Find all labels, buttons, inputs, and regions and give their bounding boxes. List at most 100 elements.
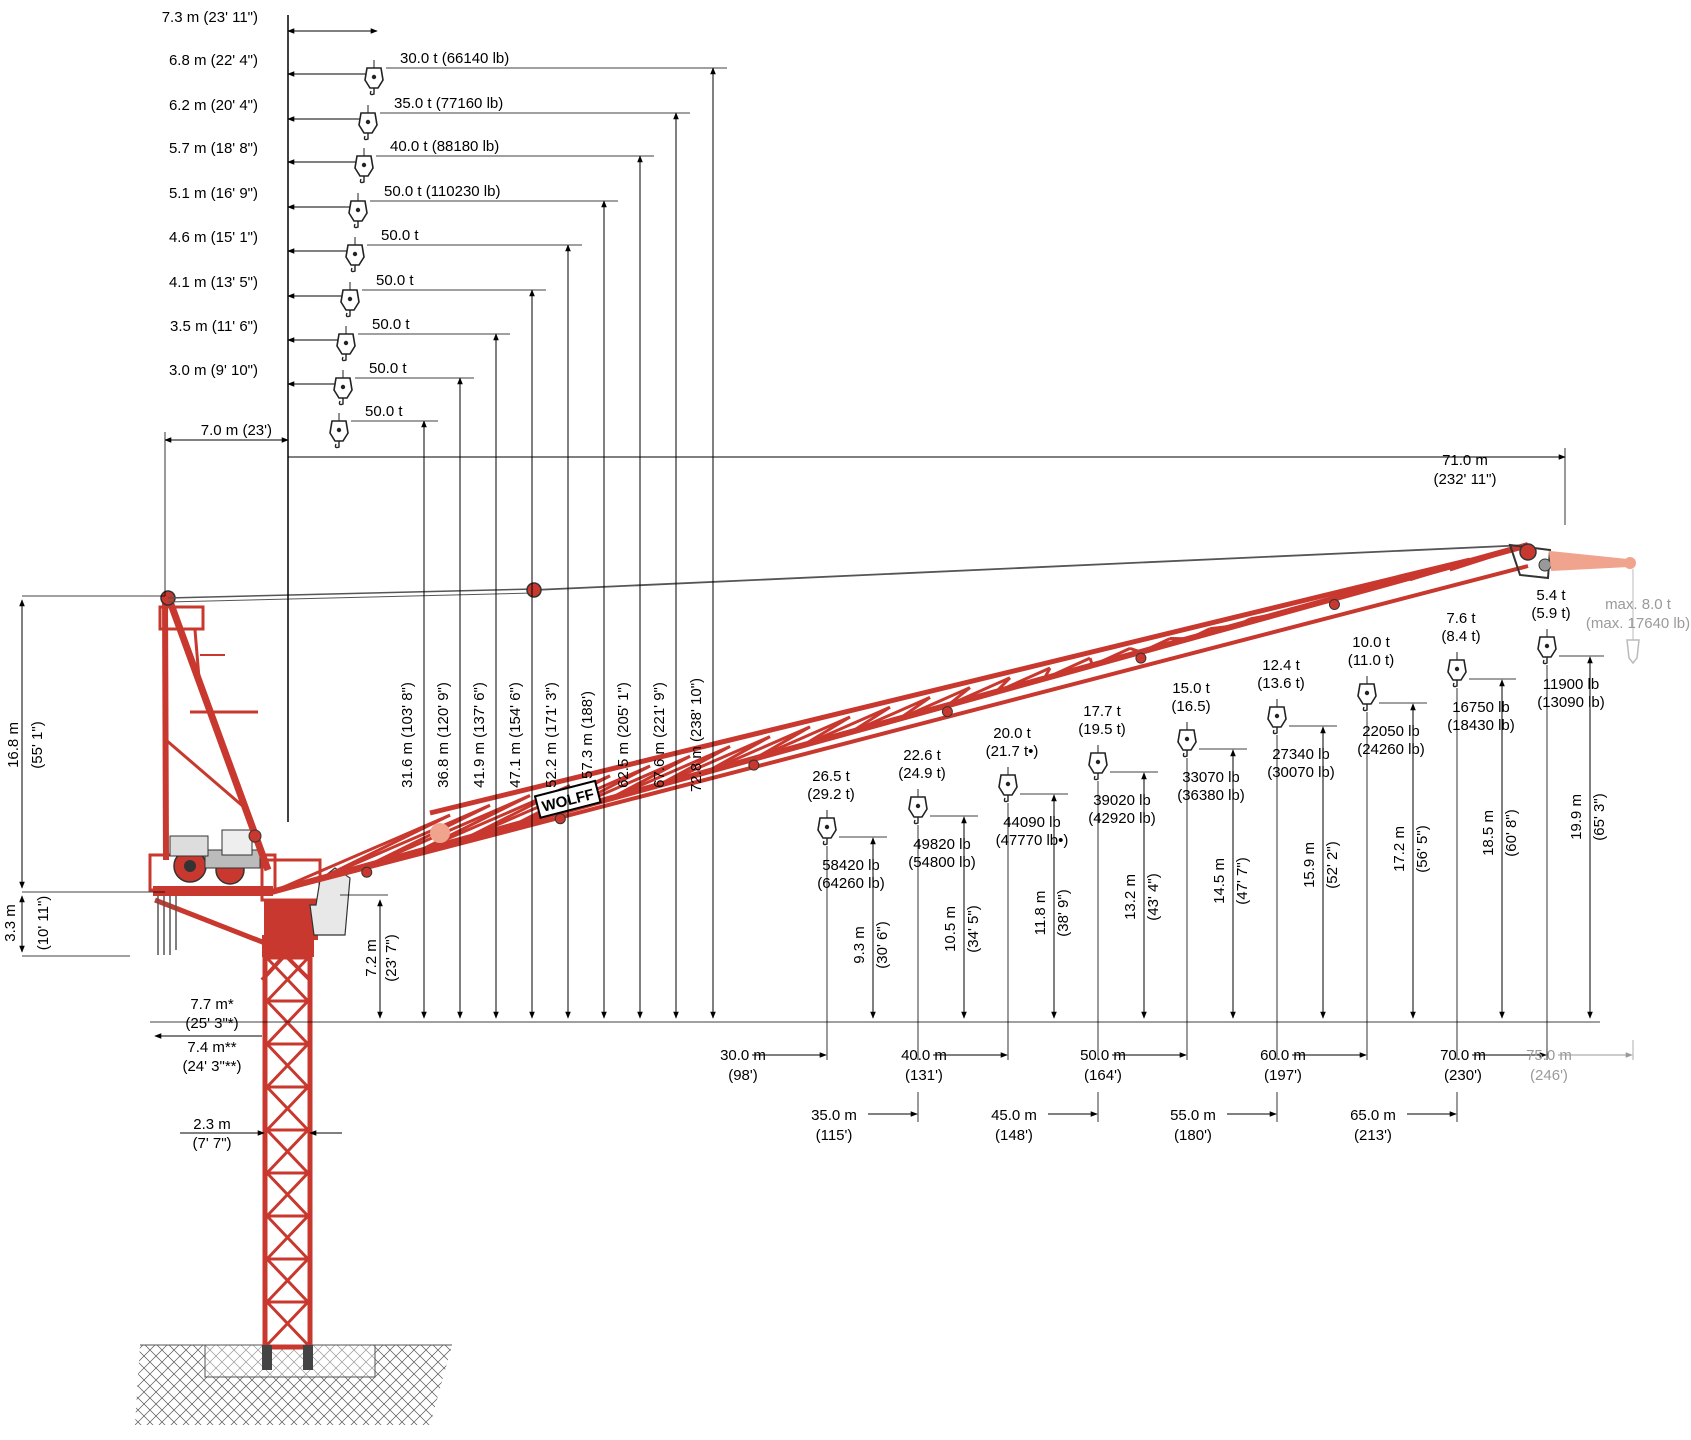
hook-block-icon [349,193,367,228]
hook-load-t-alt-label: (21.7 t•) [986,743,1039,760]
jib-joint [1329,600,1339,610]
hook-load-t-label: 12.4 t [1262,657,1300,674]
hook-height-label: 15.9 m [1301,842,1318,888]
hook-block-icon [365,60,383,95]
radius-a-ft-label: (25' 3"*) [185,1015,238,1032]
hook-height-label: 14.5 m [1211,858,1228,904]
base-dimension-lines [22,432,1600,1133]
hook-load-group: 22.6 t(24.9 t)49820 lb(54800 lb)10.5 m(3… [898,747,982,1060]
hook-load-lb-alt-label: (18430 lb) [1447,717,1515,734]
foundation [135,1345,452,1425]
hook-load-t-label: 17.7 t [1083,703,1121,720]
hook-load-t-label: 15.0 t [1172,680,1210,697]
radius-label: 45.0 m [991,1107,1037,1124]
radius-ft-label: (197') [1264,1067,1302,1084]
max-radius-ft-label: (232' 11") [1434,471,1497,488]
head-height-ft-label: (55' 1") [29,721,46,768]
hook-height-ft-label: (30' 6") [874,921,891,968]
hook-block-icon [1178,722,1196,757]
hook-height-ft-label: (65' 3") [1591,793,1608,840]
hook-load-t-alt-label: (19.5 t) [1078,721,1126,738]
hook-load-group: 7.6 t(8.4 t)16750 lb(18430 lb)18.5 m(60'… [1441,610,1520,1060]
hook-load-t-alt-label: (5.9 t) [1531,605,1570,622]
hook-block-icon [341,282,359,317]
hook-height-label: 52.2 m (171' 3") [543,682,560,788]
radius-label: 55.0 m [1170,1107,1216,1124]
hook-height-ft-label: (38' 9") [1055,889,1072,936]
jib-joint [749,760,759,770]
hook-block-icon [1089,745,1107,780]
hook-load-t-alt-label: (8.4 t) [1441,628,1480,645]
hook-load-lb-alt-label: (13090 lb) [1537,694,1605,711]
hook-height-label: 18.5 m [1480,810,1497,856]
hook-load-lb-alt-label: (64260 lb) [817,875,885,892]
hook-load-t-label: 5.4 t [1536,587,1566,604]
radius-label: 65.0 m [1350,1107,1396,1124]
jib-position-radius-label: 5.1 m (16' 9") [169,185,258,202]
hook-height-label: 67.6 m (221' 9") [651,682,668,788]
jib-joint [942,707,952,717]
jib-position-radius-label: 5.7 m (18' 8") [169,140,258,157]
hook-height-label: 17.2 m [1391,826,1408,872]
hook-load-lb-label: 49820 lb [913,836,971,853]
extension-hook-icon [1627,640,1639,663]
hook-load-t-alt-label: (11.0 t) [1348,652,1394,669]
hook-height-label: 13.2 m [1122,874,1139,920]
jib-position-radius-label: 6.8 m (22' 4") [169,52,258,69]
hook-load-lb-label: 22050 lb [1362,723,1420,740]
hook-height-label: 36.8 m (120' 9") [435,682,452,788]
hook-block-icon [337,326,355,361]
hook-height-ft-label: (43' 4") [1145,873,1162,920]
hook-load-lb-label: 27340 lb [1272,746,1330,763]
jib-position-load-label: 35.0 t (77160 lb) [394,95,503,112]
pivot-height-ft-label: (10' 11") [35,896,52,951]
jib-joint [555,814,565,824]
radius-label: 50.0 m [1080,1047,1126,1064]
hook-load-lb-label: 11900 lb [1543,676,1599,693]
jib-joint [362,867,372,877]
hook-height-ft-label: (34' 5") [965,905,982,952]
hook-block-icon [334,370,352,405]
hook-load-t-alt-label: (16.5) [1171,698,1210,715]
hook-load-group: 12.4 t(13.6 t)27340 lb(30070 lb)15.9 m(5… [1257,657,1341,1060]
pivot-height-label: 3.3 m [2,904,19,942]
radius-ft-label: (148') [995,1127,1033,1144]
hook-height-ft-label: (47' 7") [1234,857,1251,904]
hook-height-label: 9.3 m [851,926,868,964]
radius-ft-label: (180') [1174,1127,1212,1144]
hook-block-icon [1538,629,1556,664]
hook-height-label: 62.5 m (205' 1") [615,682,632,788]
radius-label: 35.0 m [811,1107,857,1124]
hook-block-icon [909,789,927,824]
hook-block-icon [355,148,373,183]
hook-load-lb-label: 44090 lb [1003,814,1061,831]
radius-a-label: 7.7 m* [190,996,234,1013]
hook-load-t-label: 20.0 t [993,725,1031,742]
hook-block-icon [1268,699,1286,734]
tower-mast [262,955,313,1370]
hook-load-group: 15.0 t(16.5)33070 lb(36380 lb)14.5 m(47'… [1171,680,1251,1060]
jib-position-radius-label: 7.3 m (23' 11") [162,9,258,26]
hook-height-ft-label: (52' 2") [1324,841,1341,888]
radius-b-label: 7.4 m** [187,1039,236,1056]
head-height-label: 16.8 m [5,722,22,768]
radius-ft-label: (213') [1354,1127,1392,1144]
radius-b-ft-label: (24' 3"**) [182,1058,241,1075]
extension-load-label: max. 8.0 t [1605,596,1672,613]
hook-height-label: 10.5 m [942,906,959,952]
jib-position-load-label: 40.0 t (88180 lb) [390,138,499,155]
hook-height-label: 11.8 m [1032,891,1049,936]
jib-position-radius-label: 4.1 m (13' 5") [169,274,258,291]
jib-position-load-label: 50.0 t [369,360,407,377]
hook-load-lb-alt-label: (47770 lb•) [996,832,1069,849]
hook-block-icon [1448,652,1466,687]
radius-label: 75.0 m [1526,1047,1572,1064]
hook-load-t-alt-label: (29.2 t) [807,786,855,803]
hook-load-lb-label: 58420 lb [822,857,880,874]
hook-load-t-alt-label: (24.9 t) [898,765,946,782]
hook-load-group: 20.0 t(21.7 t•) 44090 lb(47770 lb•) 11.8 m… [986,725,1072,1060]
hook-load-t-label: 26.5 t [812,768,850,785]
hook-load-t-label: 7.6 t [1446,610,1476,627]
hook-load-lb-alt-label: (24260 lb) [1357,741,1425,758]
hook-block-icon [818,810,836,845]
